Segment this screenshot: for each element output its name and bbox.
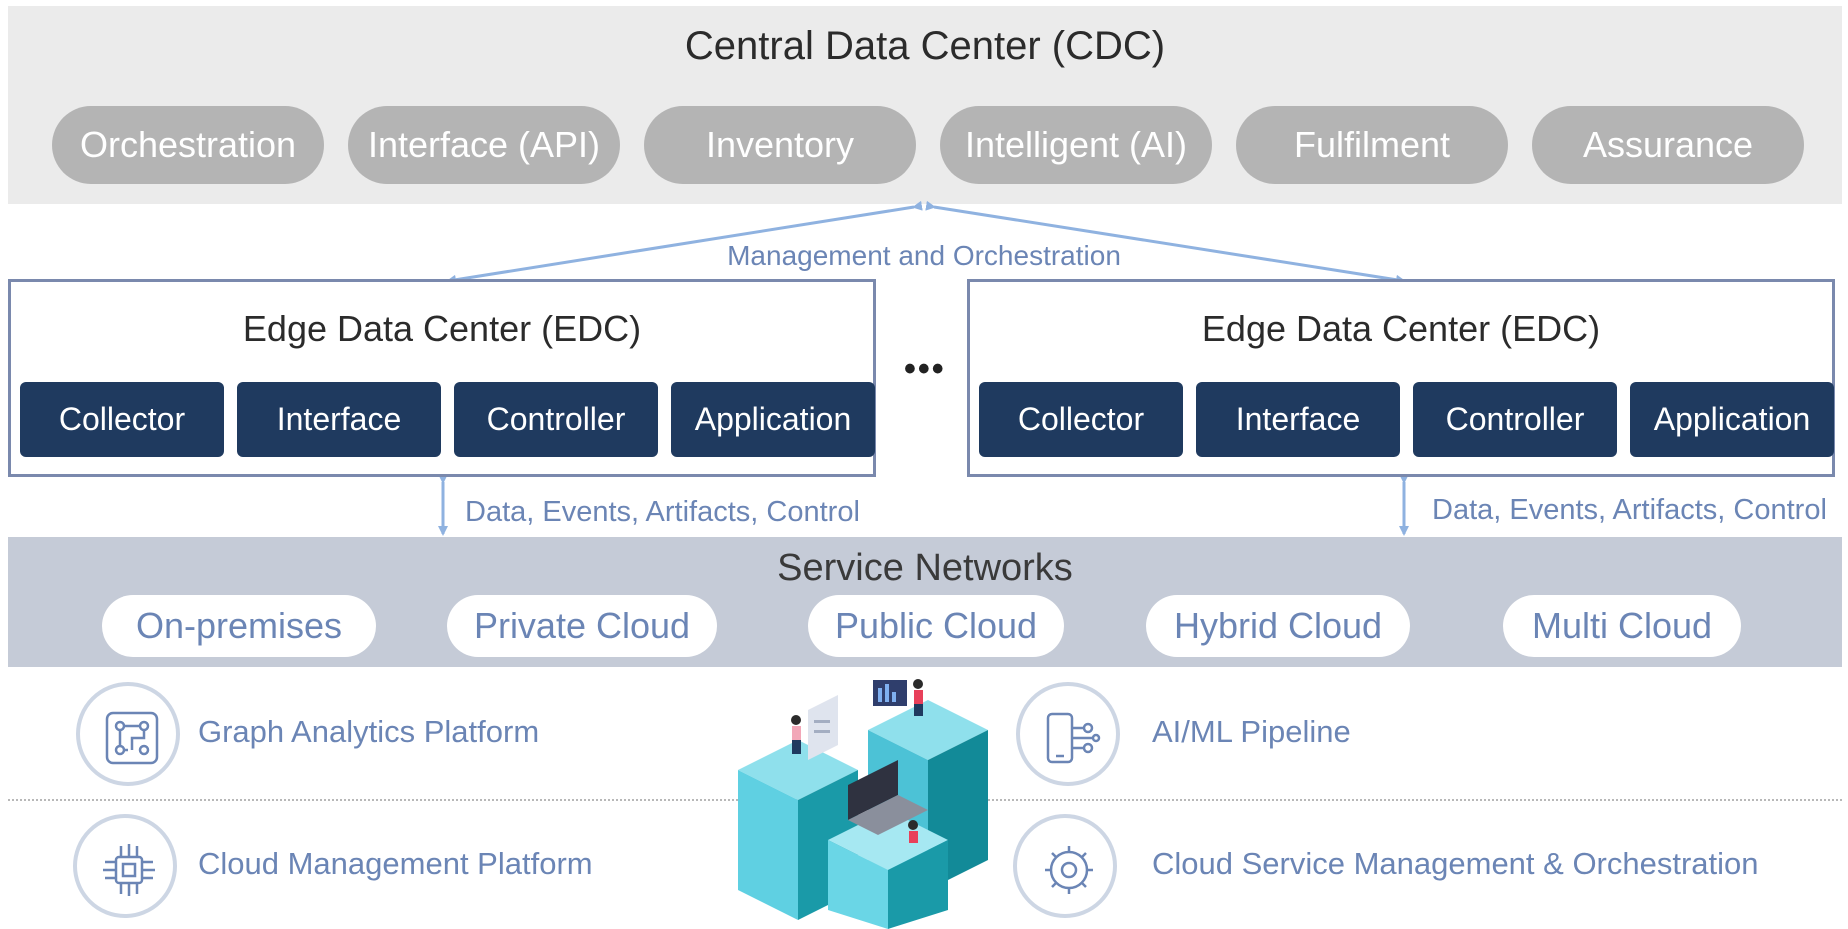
- cloud-hybrid: Hybrid Cloud: [1146, 595, 1410, 657]
- edc-right-collector: Collector: [979, 382, 1183, 457]
- graph-analytics-icon: [76, 682, 180, 786]
- cloud-service-management-label: Cloud Service Management & Orchestration: [1152, 846, 1759, 881]
- edc-left-application: Application: [671, 382, 875, 457]
- flow-label-left: Data, Events, Artifacts, Control: [465, 496, 860, 528]
- aiml-pipeline-icon: [1016, 682, 1120, 786]
- cloud-multi: Multi Cloud: [1503, 595, 1741, 657]
- cdc-function-fulfilment: Fulfilment: [1236, 106, 1508, 184]
- cloud-management-icon: [73, 814, 177, 918]
- edc-right-interface: Interface: [1196, 382, 1400, 457]
- cloud-public: Public Cloud: [808, 595, 1064, 657]
- cdc-function-interface-api: Interface (API): [348, 106, 620, 184]
- flow-label-right: Data, Events, Artifacts, Control: [1432, 494, 1827, 526]
- cloud-service-management-icon: [1013, 814, 1117, 918]
- cdc-function-inventory: Inventory: [644, 106, 916, 184]
- service-networks-title: Service Networks: [777, 547, 1073, 589]
- isometric-datacenter-illustration: [738, 679, 988, 929]
- cloud-on-premises: On-premises: [102, 595, 376, 657]
- aiml-pipeline-label: AI/ML Pipeline: [1152, 714, 1351, 749]
- edc-left-interface: Interface: [237, 382, 441, 457]
- cdc-function-orchestration: Orchestration: [52, 106, 324, 184]
- edc-right-title: Edge Data Center (EDC): [1201, 308, 1601, 349]
- cloud-management-label: Cloud Management Platform: [198, 846, 593, 881]
- edc-left-title: Edge Data Center (EDC): [242, 308, 642, 349]
- edc-right-controller: Controller: [1413, 382, 1617, 457]
- edc-left-controller: Controller: [454, 382, 658, 457]
- edc-right: Edge Data Center (EDC) Collector Interfa…: [967, 279, 1835, 477]
- cdc-title: Central Data Center (CDC): [684, 24, 1166, 68]
- ellipsis: •••: [904, 350, 946, 388]
- edc-right-application: Application: [1630, 382, 1834, 457]
- cloud-private: Private Cloud: [447, 595, 717, 657]
- graph-analytics-label: Graph Analytics Platform: [198, 714, 540, 749]
- cdc-band: Central Data Center (CDC) Orchestration …: [8, 6, 1842, 204]
- cdc-function-intelligent-ai: Intelligent (AI): [940, 106, 1212, 184]
- service-networks-band: Service Networks On-premises Private Clo…: [8, 537, 1842, 667]
- edc-left-collector: Collector: [20, 382, 224, 457]
- edc-left: Edge Data Center (EDC) Collector Interfa…: [8, 279, 876, 477]
- cdc-function-assurance: Assurance: [1532, 106, 1804, 184]
- management-label: Management and Orchestration: [727, 240, 1121, 271]
